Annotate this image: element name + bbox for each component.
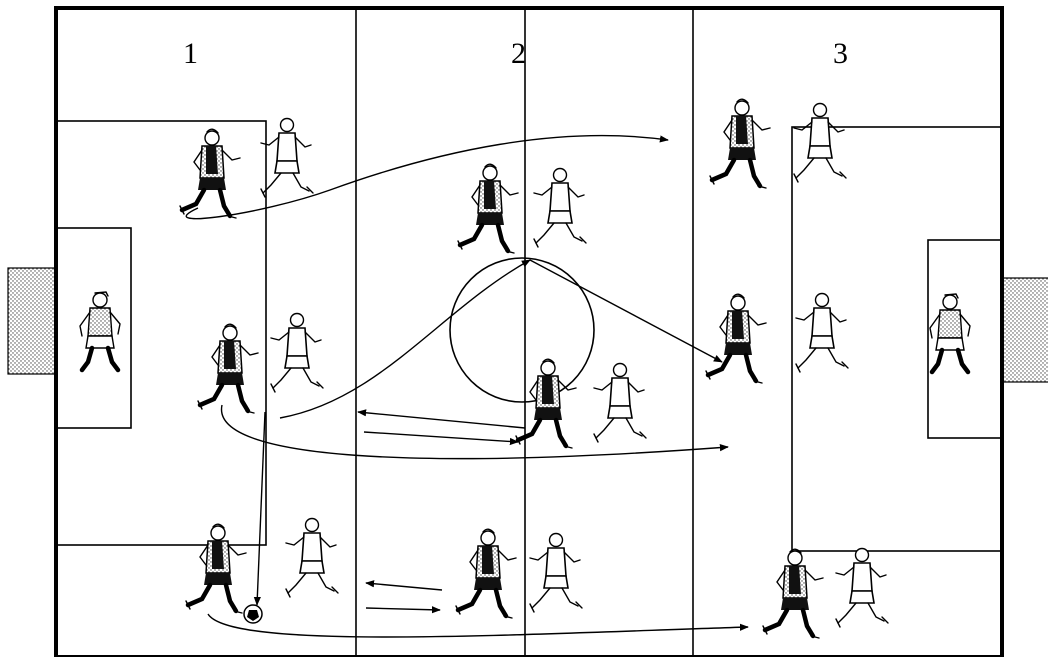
ball bbox=[244, 605, 262, 623]
zone-label-3: 3 bbox=[833, 37, 848, 70]
zone-label-2: 2 bbox=[511, 37, 526, 70]
right-goal bbox=[1001, 278, 1048, 382]
left-goal bbox=[8, 268, 56, 374]
zone-label-1: 1 bbox=[183, 37, 198, 70]
